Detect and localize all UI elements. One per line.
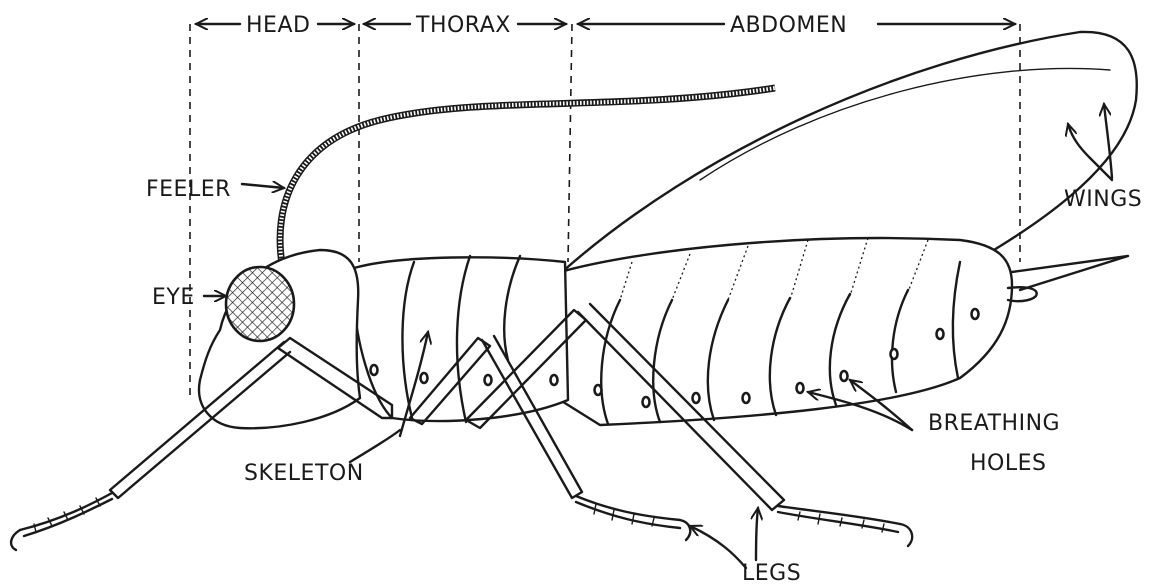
thorax-label: THORAX [415, 13, 511, 38]
head-label: HEAD [246, 13, 310, 38]
feeler-label: FEELER [146, 177, 231, 202]
eye-label: EYE [152, 285, 195, 310]
breathing-label-line2: HOLES [970, 451, 1046, 476]
head [199, 250, 360, 428]
breathing-label-line1: BREATHING [928, 411, 1060, 436]
wings-label: WINGS [1064, 187, 1142, 212]
abdomen-label: ABDOMEN [730, 13, 847, 38]
thorax [354, 256, 568, 422]
skeleton-label: SKELETON [244, 461, 364, 486]
compound-eye-icon [226, 267, 294, 341]
legs-label: LEGS [742, 561, 801, 584]
